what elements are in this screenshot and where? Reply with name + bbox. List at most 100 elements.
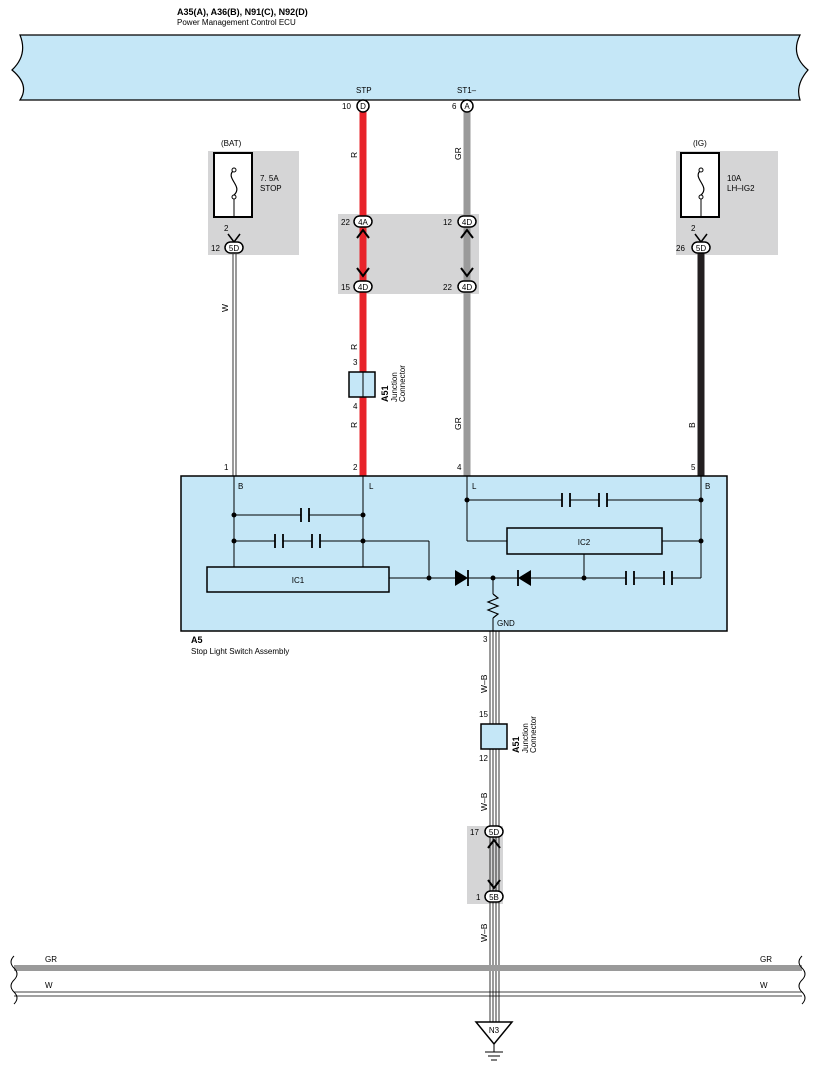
fuse-right-pin-out: 26: [676, 244, 685, 253]
fuse-left-symbol: [213, 152, 253, 218]
junction-lower-box: [480, 723, 508, 750]
junction-upper-pin-bot: 4: [353, 402, 358, 411]
junction-upper-code: A51: [380, 385, 390, 402]
fuse-right-connector: 5D: [691, 241, 711, 254]
svg-text:4A: 4A: [358, 218, 368, 227]
switch-pin-5: 5: [691, 463, 696, 472]
fuse-left-icon: [230, 169, 238, 196]
junction-upper-box: [348, 371, 376, 398]
wire-label-wb1: W–B: [479, 674, 489, 693]
switch-pin-1: 1: [224, 463, 229, 472]
wire-label-r3: R: [349, 422, 359, 428]
ground-code: N3: [489, 1026, 500, 1035]
svg-text:D: D: [360, 102, 366, 111]
switch-term-b2: B: [705, 482, 710, 491]
switch-term-l1: L: [369, 482, 374, 491]
ic2-label: IC2: [578, 538, 591, 547]
ic2-box: [506, 527, 663, 555]
jb-gray-top-connector: 4D: [457, 215, 477, 228]
ecu-pin-10: 10: [342, 102, 351, 111]
svg-text:4D: 4D: [462, 283, 472, 292]
svg-text:5D: 5D: [696, 244, 706, 253]
jb-red-top-connector: 4A: [353, 215, 373, 228]
ground-triangle-icon: [474, 1021, 514, 1046]
jb-red-bot-connector: 4D: [353, 280, 373, 293]
svg-text:4D: 4D: [462, 218, 472, 227]
switch-term-l2: L: [472, 482, 477, 491]
wire-label-r2: R: [349, 344, 359, 350]
bus-gr-right: GR: [760, 955, 772, 964]
svg-text:5D: 5D: [229, 244, 239, 253]
white-wire: [232, 254, 237, 476]
jb-low-up-arrow-icon: [487, 838, 501, 849]
ground-symbol-icon: [485, 1044, 503, 1061]
switch-pin-2: 2: [353, 463, 358, 472]
jb-low-bot-pin: 1: [476, 893, 481, 902]
ecu-connector-a: A: [460, 99, 474, 113]
fuse-left-source: (BAT): [221, 139, 242, 148]
jb-low-down-arrow-icon: [487, 879, 501, 890]
svg-text:A: A: [464, 102, 470, 111]
fuse-left-pin-in: 2: [224, 224, 229, 233]
bus-w-right: W: [760, 981, 768, 990]
ecu-codes: A35(A), A36(B), N91(C), N92(D): [177, 7, 308, 17]
junction-upper-pin-top: 3: [353, 358, 358, 367]
jb-gray-bot-pin: 22: [443, 283, 452, 292]
switch-pin-3: 3: [483, 635, 488, 644]
bus-break-left: [10, 955, 18, 1005]
jb-low-bot-connector: 5B: [484, 890, 504, 903]
ecu-pin-label-st1: ST1–: [457, 86, 477, 95]
wire-label-w: W: [220, 304, 230, 312]
diode-right-icon: [517, 570, 531, 586]
bus-gr-left: GR: [45, 955, 57, 964]
fuse-right-icon: [697, 169, 705, 196]
ecu-connector-d: D: [356, 99, 370, 113]
jb-red-up-arrow-icon: [356, 228, 370, 239]
jb-red-down-arrow-icon: [356, 267, 370, 278]
wire-label-wb2: W–B: [479, 792, 489, 811]
bus-w-left: W: [45, 981, 53, 990]
junction-lower-code: A51: [511, 736, 521, 753]
wire-label-gr2: GR: [453, 417, 463, 430]
switch-pin-4: 4: [457, 463, 462, 472]
ic1-label: IC1: [292, 576, 305, 585]
ecu-pin-6: 6: [452, 102, 457, 111]
diode-left-icon: [455, 570, 469, 586]
fuse-left-name: STOP: [260, 184, 282, 193]
jb-gray-bot-connector: 4D: [457, 280, 477, 293]
switch-junction-dots: [231, 497, 704, 581]
junction-lower-pin-bot: 12: [479, 754, 488, 763]
jb-low-top-pin: 17: [470, 828, 479, 837]
ecu-body: [11, 34, 809, 101]
jb-red-top-pin: 22: [341, 218, 350, 227]
jb-red-bot-pin: 15: [341, 283, 350, 292]
switch-code: A5: [191, 635, 203, 645]
junction-lower-name1: Junction: [521, 723, 530, 753]
junction-upper-name2: Connector: [398, 365, 407, 402]
fuse-left-rating: 7. 5A: [260, 174, 279, 183]
jb-gray-top-pin: 12: [443, 218, 452, 227]
jb-gray-up-arrow-icon: [460, 228, 474, 239]
ecu-name: Power Management Control ECU: [177, 18, 296, 27]
wire-label-b: B: [687, 422, 697, 428]
junction-lower-pin-top: 15: [479, 710, 488, 719]
switch-name: Stop Light Switch Assembly: [191, 647, 289, 656]
switch-internal-circuit: [233, 476, 702, 631]
wire-label-wb3: W–B: [479, 923, 489, 942]
fuse-left-connector: 5D: [224, 241, 244, 254]
wire-label-gr1: GR: [453, 147, 463, 160]
ecu-pin-label-stp: STP: [356, 86, 372, 95]
svg-text:4D: 4D: [358, 283, 368, 292]
junction-upper-name1: Junction: [390, 372, 399, 402]
svg-text:5D: 5D: [489, 828, 499, 837]
fuse-right-symbol: [680, 152, 720, 218]
jb-low-top-connector: 5D: [484, 825, 504, 838]
jb-gray-down-arrow-icon: [460, 267, 474, 278]
bus-break-right: [798, 955, 806, 1005]
fuse-right-name: LH–IG2: [727, 184, 755, 193]
svg-text:5B: 5B: [489, 893, 499, 902]
fuse-left-pin-out: 12: [211, 244, 220, 253]
fuse-right-pin-in: 2: [691, 224, 696, 233]
fuse-right-rating: 10A: [727, 174, 742, 183]
